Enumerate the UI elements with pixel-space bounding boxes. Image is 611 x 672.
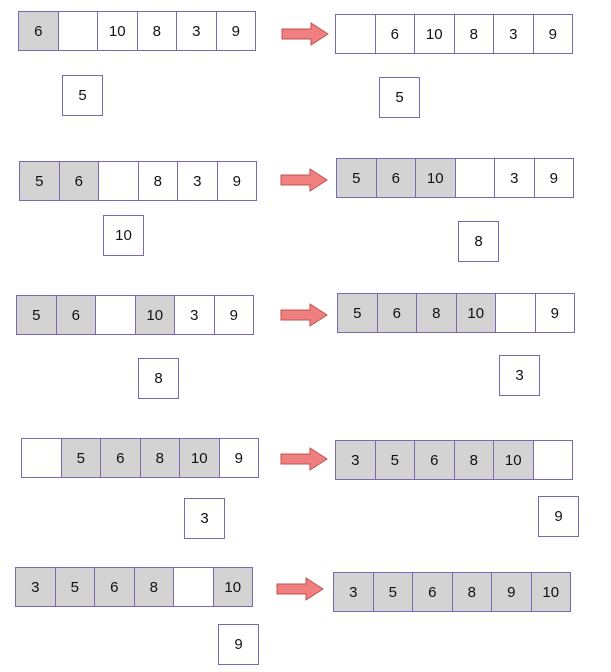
step-4-before-key: 3 bbox=[184, 498, 225, 539]
array-cell bbox=[57, 11, 98, 51]
array-cell: 9 bbox=[213, 295, 254, 335]
array-cell: 9 bbox=[534, 293, 575, 333]
array-cell: 6 bbox=[414, 440, 455, 480]
array-cell: 6 bbox=[100, 438, 141, 478]
array-cell: 5 bbox=[16, 295, 57, 335]
array-cell: 8 bbox=[451, 572, 492, 612]
array-cell: 9 bbox=[533, 158, 574, 198]
step-5-before-key: 9 bbox=[218, 624, 259, 665]
array-cell: 6 bbox=[376, 293, 417, 333]
step-1-after-key: 5 bbox=[379, 77, 420, 118]
step-2-after-array: 5 6 10 3 9 bbox=[336, 158, 574, 198]
array-cell: 8 bbox=[453, 14, 494, 54]
array-cell: 3 bbox=[335, 440, 376, 480]
array-cell: 5 bbox=[374, 440, 415, 480]
array-cell: 6 bbox=[412, 572, 453, 612]
array-cell: 10 bbox=[530, 572, 571, 612]
step-4-after-array: 3 5 6 8 10 bbox=[335, 440, 573, 480]
array-cell: 3 bbox=[15, 567, 56, 607]
array-cell: 10 bbox=[212, 567, 253, 607]
step-5-after-array: 3 5 6 8 9 10 bbox=[333, 572, 571, 612]
array-cell: 3 bbox=[493, 14, 534, 54]
step-5-before-array: 3 5 6 8 10 bbox=[15, 567, 253, 607]
step-1-before-array: 6 10 8 3 9 bbox=[18, 11, 256, 51]
step-2-after-key: 8 bbox=[458, 221, 499, 262]
array-cell bbox=[454, 158, 495, 198]
array-cell: 8 bbox=[133, 567, 174, 607]
array-cell: 10 bbox=[179, 438, 220, 478]
right-arrow-icon bbox=[280, 303, 328, 327]
array-cell: 10 bbox=[455, 293, 496, 333]
array-cell: 10 bbox=[97, 11, 138, 51]
array-cell bbox=[95, 295, 136, 335]
step-4-after-key: 9 bbox=[538, 496, 579, 537]
array-cell: 5 bbox=[60, 438, 101, 478]
array-cell: 10 bbox=[414, 14, 455, 54]
step-3-before-array: 5 6 10 3 9 bbox=[16, 295, 254, 335]
array-cell: 9 bbox=[216, 161, 257, 201]
step-2-before-array: 5 6 8 3 9 bbox=[19, 161, 257, 201]
array-cell: 10 bbox=[415, 158, 456, 198]
array-cell: 5 bbox=[372, 572, 413, 612]
array-cell: 5 bbox=[337, 293, 378, 333]
array-cell: 3 bbox=[174, 295, 215, 335]
array-cell bbox=[335, 14, 376, 54]
right-arrow-icon bbox=[280, 168, 328, 192]
array-cell: 5 bbox=[336, 158, 377, 198]
array-cell: 6 bbox=[18, 11, 59, 51]
array-cell bbox=[495, 293, 536, 333]
array-cell: 3 bbox=[333, 572, 374, 612]
step-3-after-key: 3 bbox=[499, 355, 540, 396]
right-arrow-icon bbox=[281, 22, 329, 46]
step-1-before-key: 5 bbox=[62, 75, 103, 116]
array-cell: 3 bbox=[176, 11, 217, 51]
array-cell: 8 bbox=[416, 293, 457, 333]
array-cell: 8 bbox=[139, 438, 180, 478]
array-cell: 8 bbox=[453, 440, 494, 480]
array-cell: 8 bbox=[136, 11, 177, 51]
array-cell bbox=[532, 440, 573, 480]
right-arrow-icon bbox=[280, 447, 328, 471]
array-cell: 3 bbox=[177, 161, 218, 201]
array-cell bbox=[173, 567, 214, 607]
array-cell: 10 bbox=[134, 295, 175, 335]
step-2-before-key: 10 bbox=[103, 215, 144, 256]
right-arrow-icon bbox=[276, 577, 324, 601]
array-cell: 6 bbox=[374, 14, 415, 54]
array-cell: 9 bbox=[532, 14, 573, 54]
array-cell: 6 bbox=[55, 295, 96, 335]
step-3-before-key: 8 bbox=[138, 358, 179, 399]
array-cell bbox=[98, 161, 139, 201]
array-cell: 5 bbox=[54, 567, 95, 607]
step-3-after-array: 5 6 8 10 9 bbox=[337, 293, 575, 333]
array-cell: 8 bbox=[137, 161, 178, 201]
array-cell: 9 bbox=[491, 572, 532, 612]
array-cell: 6 bbox=[94, 567, 135, 607]
array-cell: 6 bbox=[58, 161, 99, 201]
array-cell: 10 bbox=[493, 440, 534, 480]
array-cell: 5 bbox=[19, 161, 60, 201]
step-4-before-array: 5 6 8 10 9 bbox=[21, 438, 259, 478]
array-cell: 3 bbox=[494, 158, 535, 198]
array-cell: 9 bbox=[218, 438, 259, 478]
array-cell: 6 bbox=[375, 158, 416, 198]
step-1-after-array: 6 10 8 3 9 bbox=[335, 14, 573, 54]
array-cell bbox=[21, 438, 62, 478]
array-cell: 9 bbox=[215, 11, 256, 51]
